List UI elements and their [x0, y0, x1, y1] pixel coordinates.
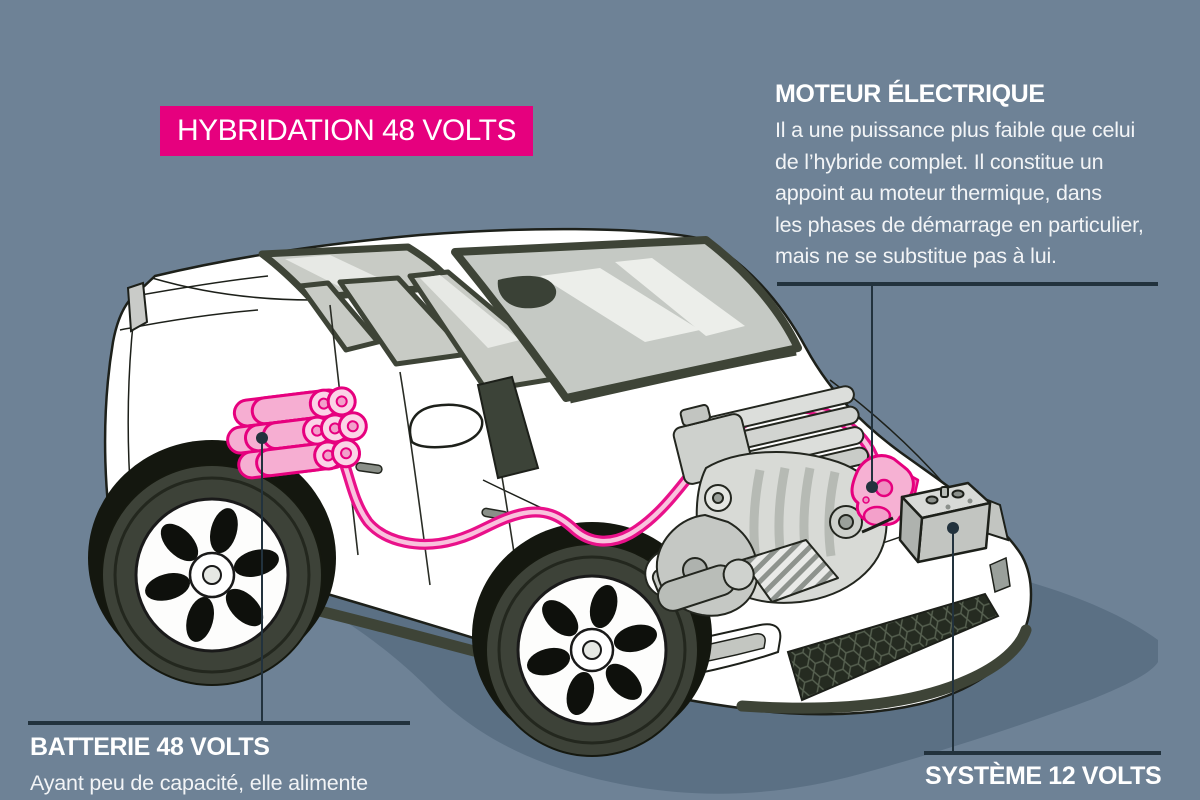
taillight [126, 281, 149, 333]
leader-system-12v [924, 522, 1161, 755]
annotation-system-12v: SYSTÈME 12 VOLTS [925, 762, 1162, 791]
body-line: Ayant peu de capacité, elle alimente [30, 771, 368, 795]
electric-motor-body: Il a une puissance plus faible que celui… [775, 115, 1144, 273]
48v-battery-pack [226, 386, 368, 480]
battery-48v-body: Ayant peu de capacité, elle alimente [30, 768, 368, 800]
annotation-electric-motor: MOTEUR ÉLECTRIQUE Il a une puissance plu… [775, 80, 1144, 273]
body-line: appoint au moteur thermique, dans [775, 181, 1102, 205]
leader-lines [28, 282, 1161, 755]
title-text: HYBRIDATION 48 VOLTS [177, 114, 516, 147]
electric-motor-heading: MOTEUR ÉLECTRIQUE [775, 80, 1045, 108]
indicator-sliver [989, 556, 1011, 594]
wiper-cowl [569, 348, 797, 404]
windows [258, 236, 802, 404]
front-bumper-lip [736, 624, 1032, 714]
title-banner: HYBRIDATION 48 VOLTS [160, 106, 533, 156]
grille-honeycomb [786, 592, 1000, 702]
side-mirror [408, 403, 484, 449]
rear-wheel [88, 440, 336, 686]
body-line: mais ne se substitue pas à lui. [775, 244, 1057, 268]
rearview-mirror [497, 275, 557, 309]
a-pillar-base [476, 375, 540, 480]
combustion-engine [655, 385, 888, 617]
body-line: Il a une puissance plus faible que celui [775, 118, 1136, 142]
annotation-battery-48v: BATTERIE 48 VOLTS Ayant peu de capacité,… [30, 733, 368, 800]
leader-electric-motor [777, 282, 1158, 493]
door-handle [355, 461, 383, 475]
battery-48v-heading: BATTERIE 48 VOLTS [30, 733, 270, 761]
leader-battery-48v [28, 432, 410, 725]
body-line: de l’hybride complet. Il constitue un [775, 149, 1104, 174]
body-line: les phases de démarrage en particulier, [775, 212, 1144, 237]
system-12v-heading: SYSTÈME 12 VOLTS [925, 762, 1162, 790]
